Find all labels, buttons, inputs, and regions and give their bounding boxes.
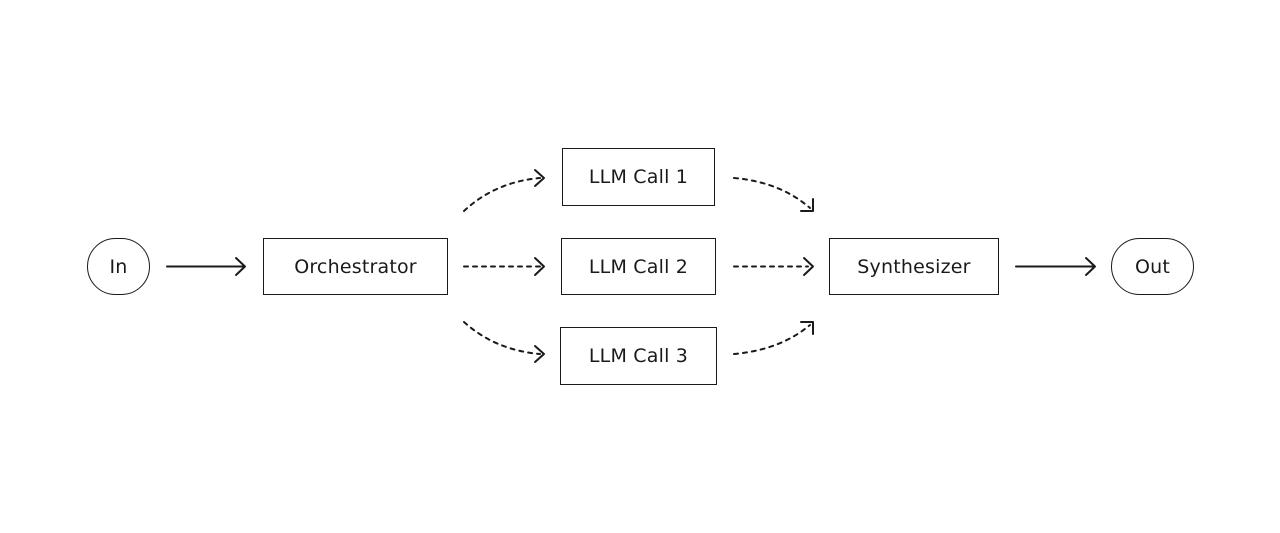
llm-call-2-label: LLM Call 2 bbox=[588, 255, 689, 278]
edge-orchestrator-to-llm-call-2 bbox=[463, 257, 545, 276]
edge-synthesizer-to-out bbox=[1015, 257, 1096, 276]
input-node: In bbox=[87, 238, 150, 295]
llm-call-1-node: LLM Call 1 bbox=[562, 148, 715, 206]
edge-orchestrator-to-llm-call-3 bbox=[463, 321, 545, 363]
input-node-label: In bbox=[109, 255, 128, 278]
edge-llm-call-1-to-synthesizer bbox=[733, 177, 814, 212]
orchestrator-node: Orchestrator bbox=[263, 238, 448, 295]
output-node: Out bbox=[1111, 238, 1194, 295]
orchestrator-node-label: Orchestrator bbox=[294, 255, 417, 278]
llm-call-3-label: LLM Call 3 bbox=[588, 345, 689, 367]
edge-llm-call-2-to-synthesizer bbox=[733, 257, 814, 276]
edge-llm-call-3-to-synthesizer bbox=[733, 321, 814, 355]
llm-call-2-node: LLM Call 2 bbox=[561, 238, 716, 295]
llm-call-1-label: LLM Call 1 bbox=[588, 166, 689, 188]
output-node-label: Out bbox=[1134, 255, 1171, 278]
edge-in-to-orchestrator bbox=[166, 257, 246, 276]
synthesizer-node: Synthesizer bbox=[829, 238, 999, 295]
synthesizer-node-label: Synthesizer bbox=[857, 255, 971, 278]
edge-orchestrator-to-llm-call-1 bbox=[463, 169, 545, 212]
llm-call-3-node: LLM Call 3 bbox=[560, 327, 717, 385]
